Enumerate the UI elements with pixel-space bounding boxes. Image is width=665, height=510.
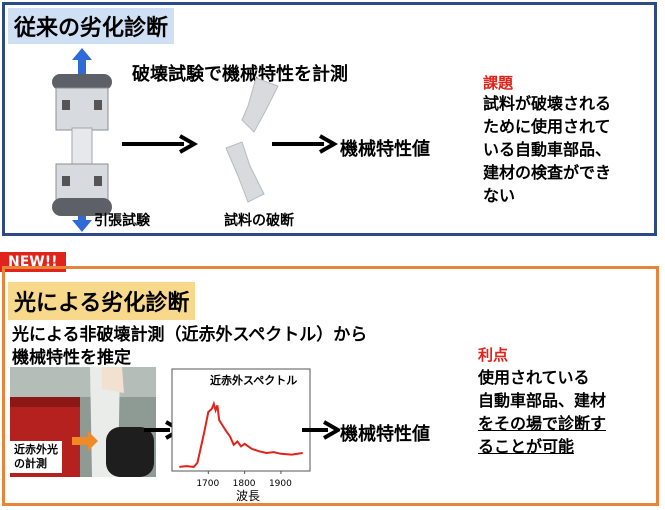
conventional-heading: 破壊試験で機械特性を計測 (132, 64, 348, 85)
x-axis-label: 波長 (236, 489, 260, 503)
fracture-label: 試料の破断 (224, 213, 294, 229)
arrow-up-icon (72, 48, 92, 74)
measurement-photo: 近赤外光 の計測 (10, 367, 156, 477)
arrow-down-icon (72, 203, 92, 232)
chart-title: 近赤外スペクトル (210, 373, 297, 387)
tensile-test-label: 引張試験 (94, 213, 150, 229)
upper-clamp-cap (52, 74, 112, 90)
issue-label: 課題 (483, 74, 514, 92)
specimen-neck (71, 127, 93, 167)
x-tick-label: 1800 (233, 479, 256, 489)
benefit-label: 利点 (478, 346, 509, 364)
optical-heading-line1: 光による非破壊計測（近赤外スペクトル）から (12, 325, 368, 345)
mechanical-value-label-2: 機械特性値 (340, 424, 430, 445)
lower-clamp-cap (52, 198, 112, 216)
arrow-right-icon (302, 420, 340, 440)
optical-heading-line2: 機械特性を推定 (12, 348, 131, 368)
arrow-right-icon (272, 134, 338, 154)
benefit-text: 使用されている 自動車部品、建材 をその場で診断す ることが可能 (478, 368, 607, 456)
issue-text: 試料が破壊される ために使用されて いる自動車部品、 建材の検査ができ ない (483, 94, 612, 205)
photo-caption: 近赤外光 の計測 (10, 441, 62, 473)
x-tick-label: 1900 (269, 479, 292, 489)
optical-title: 光による劣化診断 (8, 282, 196, 320)
conventional-title: 従来の劣化診断 (8, 8, 175, 44)
nir-arrow-icon (72, 431, 98, 451)
spectrum-line (179, 400, 303, 468)
arrow-right-icon (122, 134, 198, 154)
tensile-test-illustration (52, 48, 112, 232)
optical-panel (2, 266, 659, 506)
mechanical-value-label: 機械特性値 (340, 139, 430, 160)
nir-spectrum-chart: 近赤外スペクトル 1700 1800 1900 波長 (171, 368, 311, 503)
fractured-specimen-illustration (225, 77, 279, 203)
x-tick-label: 1700 (196, 479, 219, 489)
conventional-panel (2, 2, 657, 236)
